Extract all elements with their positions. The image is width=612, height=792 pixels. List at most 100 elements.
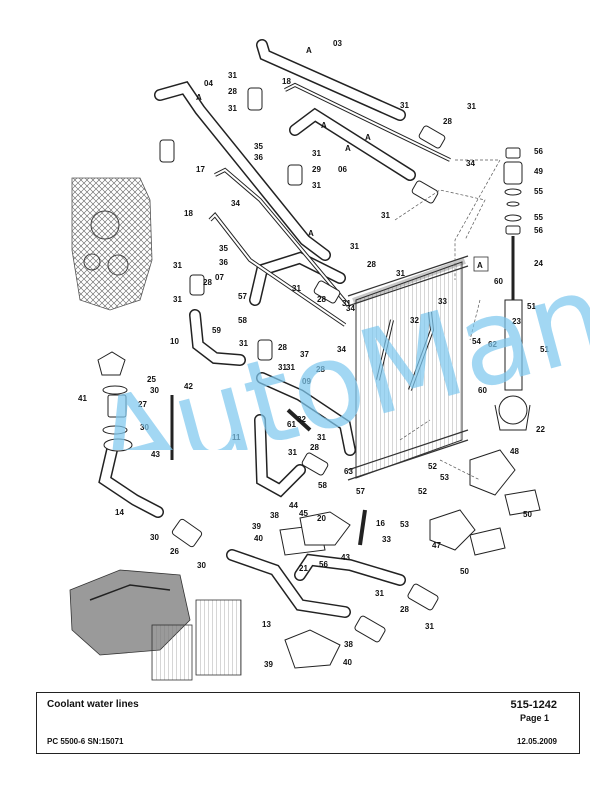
part-number-callout: 58 xyxy=(318,481,327,490)
part-number-callout: 28 xyxy=(228,87,237,96)
issue-date: 12.05.2009 xyxy=(516,737,557,746)
part-number-callout: 28 xyxy=(367,260,376,269)
part-number-callout: 28 xyxy=(317,295,326,304)
part-number-callout: 37 xyxy=(300,350,309,359)
part-number-callout: 52 xyxy=(428,462,437,471)
page-number: Page 1 xyxy=(519,713,549,723)
part-number-callout: 31 xyxy=(288,448,297,457)
part-number-callout: 31 xyxy=(286,363,295,372)
part-number-callout: 30 xyxy=(150,386,159,395)
engine-radiator-thumbnail xyxy=(69,569,242,681)
part-number-callout: 56 xyxy=(319,560,328,569)
part-number-callout: 24 xyxy=(534,259,543,268)
part-number-callout: 34 xyxy=(466,159,475,168)
part-number-callout: 41 xyxy=(78,394,87,403)
view-marker-a: A xyxy=(321,121,327,130)
part-number-callout: 44 xyxy=(289,501,298,510)
watermark: AutoManual xyxy=(79,250,590,450)
part-number-callout: 38 xyxy=(344,640,353,649)
part-number-callout: 13 xyxy=(262,620,271,629)
view-box-label: A xyxy=(477,261,483,270)
part-number-callout: 31 xyxy=(400,101,409,110)
part-number-callout: 06 xyxy=(338,165,347,174)
part-number-callout: 31 xyxy=(342,299,351,308)
bottom-clamps xyxy=(279,511,351,669)
view-marker-a: A xyxy=(306,46,312,55)
mounting-stack xyxy=(494,147,531,431)
part-number-callout: 39 xyxy=(264,660,273,669)
part-number-callout: 20 xyxy=(317,514,326,523)
part-number-callout: 53 xyxy=(400,520,409,529)
part-number-callout: 31 xyxy=(173,261,182,270)
hose-sleeves xyxy=(107,87,446,643)
part-number-callout: 57 xyxy=(238,292,247,301)
part-number-callout: 51 xyxy=(527,302,536,311)
part-number-callout: 40 xyxy=(254,534,263,543)
part-number-callout: 47 xyxy=(432,541,441,550)
part-number-callout: 35 xyxy=(254,142,263,151)
hose-assemblies xyxy=(98,39,416,618)
part-number-callout: 58 xyxy=(238,316,247,325)
part-number-callout: 07 xyxy=(215,273,224,282)
part-number-callout: 34 xyxy=(346,304,355,313)
part-number-callout: 31 xyxy=(239,339,248,348)
part-number-callout: 59 xyxy=(212,326,221,335)
part-number-callout: 33 xyxy=(382,535,391,544)
part-number-callout: 54 xyxy=(472,337,481,346)
part-number-callout: 56 xyxy=(534,226,543,235)
part-number-callout: 61 xyxy=(287,420,296,429)
part-number-callout: 31 xyxy=(467,102,476,111)
part-number-callout: 31 xyxy=(228,71,237,80)
document-number: 515-1242 xyxy=(510,699,558,711)
part-number-callout: 31 xyxy=(381,211,390,220)
part-number-callout: 40 xyxy=(343,658,352,667)
brackets xyxy=(429,449,541,556)
part-number-callout: 10 xyxy=(170,337,179,346)
title-block: Coolant water lines 515-1242 Page 1 PC 5… xyxy=(36,692,580,754)
part-number-callout: 16 xyxy=(376,519,385,528)
part-number-callout: 28 xyxy=(400,605,409,614)
view-marker-a: A xyxy=(308,229,314,238)
left-clamps xyxy=(97,351,174,460)
exploded-view-drawing: A A A A A A A 03043128311831283135363129… xyxy=(69,39,549,681)
part-number-callout: 63 xyxy=(344,467,353,476)
part-number-callout: 32 xyxy=(297,415,306,424)
part-number-callout: 31 xyxy=(292,284,301,293)
part-number-callout: 52 xyxy=(418,487,427,496)
part-number-callout: 30 xyxy=(197,561,206,570)
part-number-callout: 43 xyxy=(341,553,350,562)
part-number-callout: 28 xyxy=(310,443,319,452)
part-number-callout: 57 xyxy=(356,487,365,496)
part-number-callout: 56 xyxy=(534,147,543,156)
part-number-callout: 51 xyxy=(540,345,549,354)
part-number-callout: 23 xyxy=(512,317,521,326)
part-number-callout: 14 xyxy=(115,508,124,517)
part-number-callout: 30 xyxy=(140,423,149,432)
view-marker-a: A xyxy=(196,93,202,102)
part-number-callout: 33 xyxy=(438,297,447,306)
part-number-callout: 36 xyxy=(219,258,228,267)
part-number-callout: 31 xyxy=(173,295,182,304)
part-number-callout: 38 xyxy=(270,511,279,520)
part-number-callout: 25 xyxy=(147,375,156,384)
part-number-callout: 31 xyxy=(425,622,434,631)
part-number-callout: 50 xyxy=(460,567,469,576)
part-number-callout: 45 xyxy=(299,509,308,518)
part-number-callout: 26 xyxy=(170,547,179,556)
part-number-callout: 60 xyxy=(494,277,503,286)
part-number-callout: 30 xyxy=(150,533,159,542)
watermark-text: AutoManual xyxy=(79,250,590,450)
part-number-callout: 17 xyxy=(196,165,205,174)
part-number-callout: 31 xyxy=(350,242,359,251)
view-marker-a: A xyxy=(345,144,351,153)
part-number-callout: 18 xyxy=(282,77,291,86)
part-number-callout: 28 xyxy=(443,117,452,126)
part-number-callout: 11 xyxy=(232,433,241,442)
view-markers: A A A A A A A xyxy=(196,46,489,272)
part-number-callout: 53 xyxy=(440,473,449,482)
part-number-callout: 31 xyxy=(228,104,237,113)
radiator xyxy=(347,255,469,481)
view-box xyxy=(473,256,489,272)
